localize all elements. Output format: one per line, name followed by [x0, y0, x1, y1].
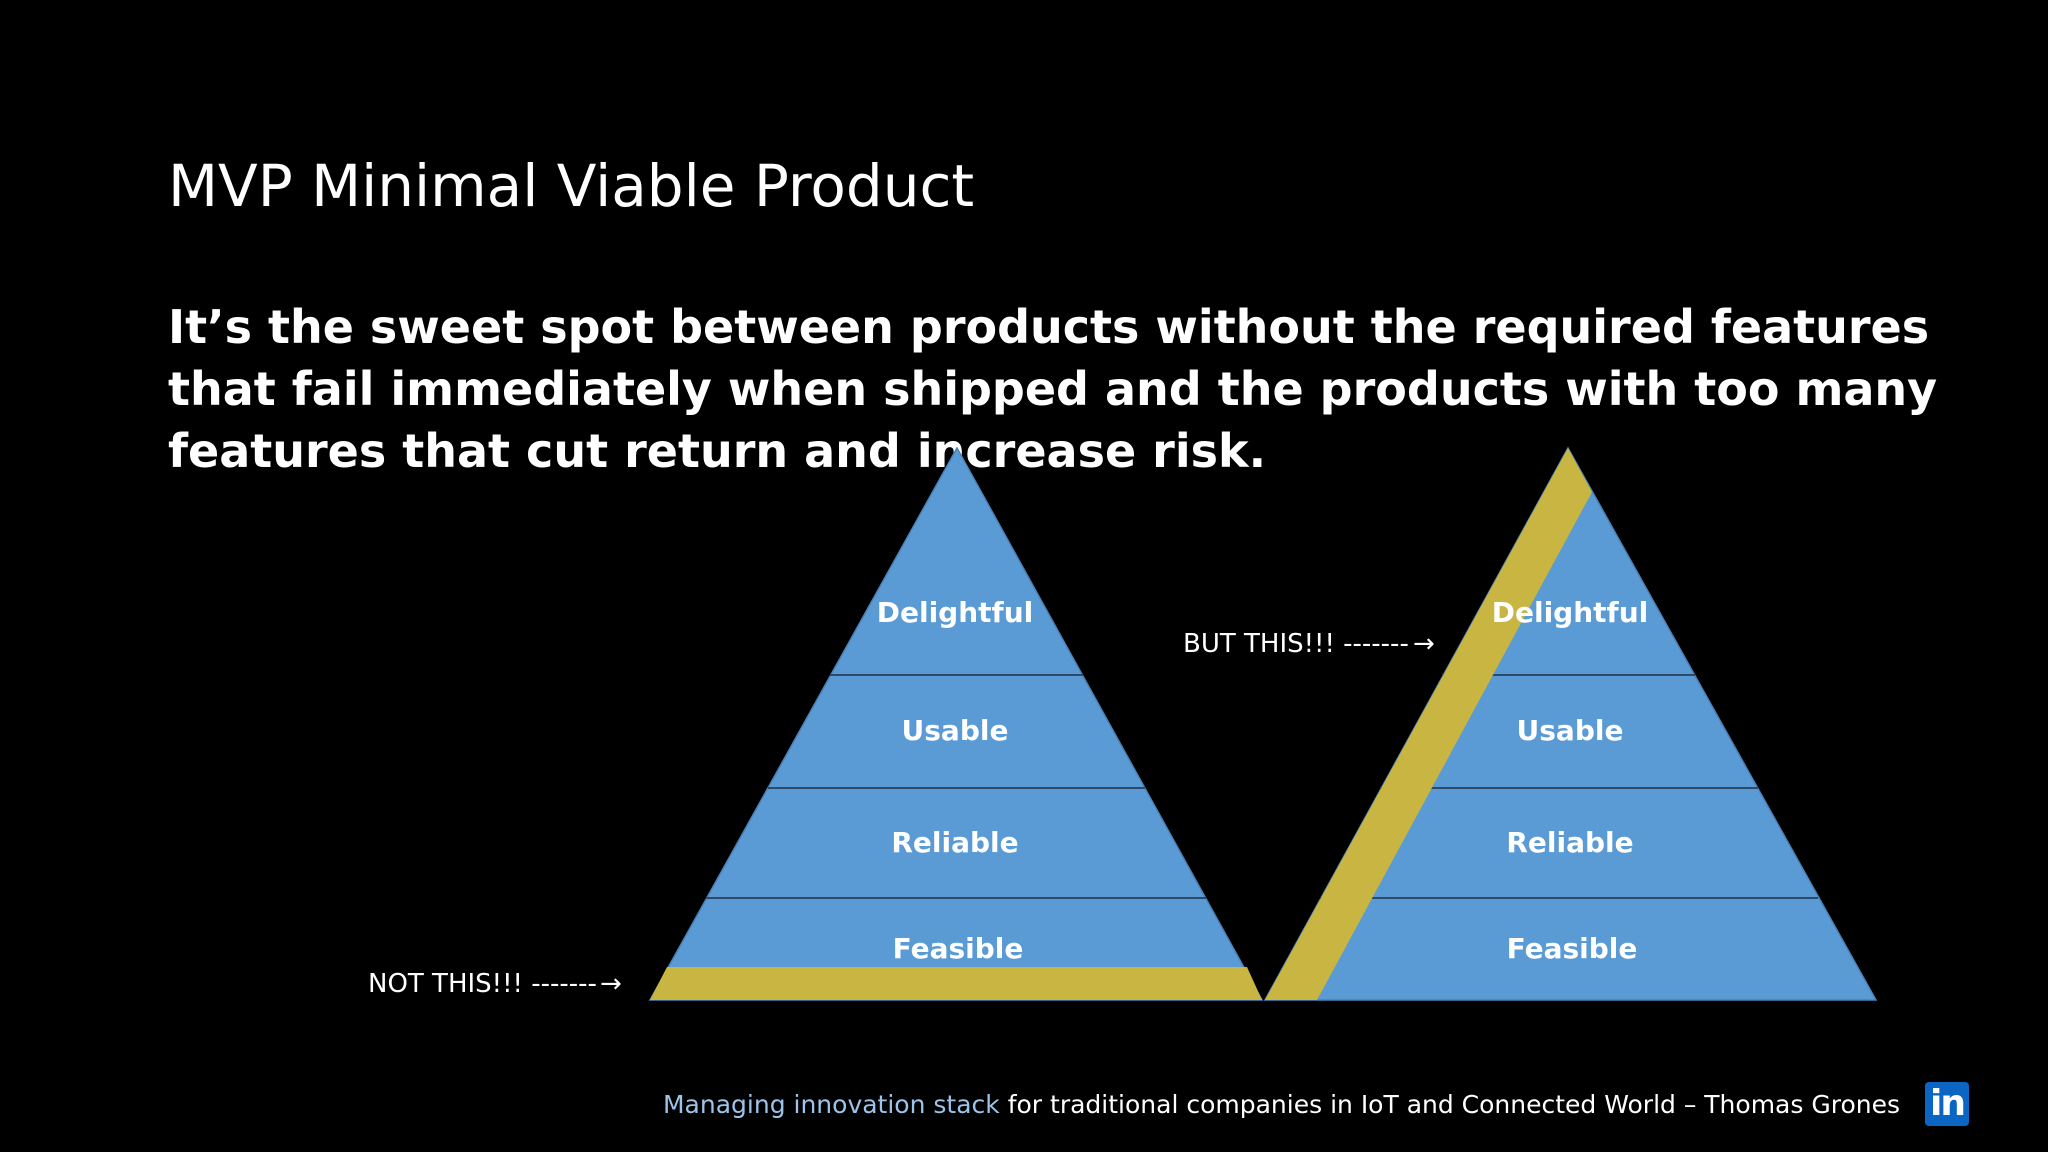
footer-rest-text: for traditional companies in IoT and Con…: [999, 1090, 1900, 1119]
left-pyramid: Delightful Usable Reliable Feasible: [648, 446, 1264, 1001]
right-arrow-icon: →: [1413, 629, 1435, 659]
right-level-label: Delightful: [1492, 596, 1649, 629]
linkedin-icon: in: [1925, 1082, 1969, 1126]
right-level-label: Feasible: [1507, 932, 1638, 965]
right-annotation: BUT THIS!!! ------- →: [1183, 629, 1435, 659]
right-level-label: Reliable: [1506, 826, 1633, 859]
slide-title: MVP Minimal Viable Product: [168, 152, 975, 220]
left-annotation-label: NOT THIS!!! -------: [368, 969, 597, 999]
footer-highlight-text: Managing innovation stack: [662, 1090, 1000, 1119]
left-level-label: Feasible: [893, 932, 1024, 965]
left-level-label: Usable: [902, 714, 1009, 747]
slide-body-text: It’s the sweet spot between products wit…: [168, 300, 1938, 478]
right-highlight-band: [1265, 448, 1592, 1000]
left-highlight-band: [650, 967, 1262, 1000]
left-annotation: NOT THIS!!! ------- →: [368, 969, 622, 999]
right-annotation-label: BUT THIS!!! -------: [1183, 629, 1409, 659]
left-level-label: Delightful: [877, 596, 1034, 629]
left-arrow-icon: →: [600, 969, 622, 999]
right-level-label: Usable: [1517, 714, 1624, 747]
right-pyramid: Delightful Usable Reliable Feasible: [1263, 446, 1878, 1001]
left-level-label: Reliable: [891, 826, 1018, 859]
footer-caption: Managing innovation stack for traditiona…: [663, 1090, 1900, 1119]
